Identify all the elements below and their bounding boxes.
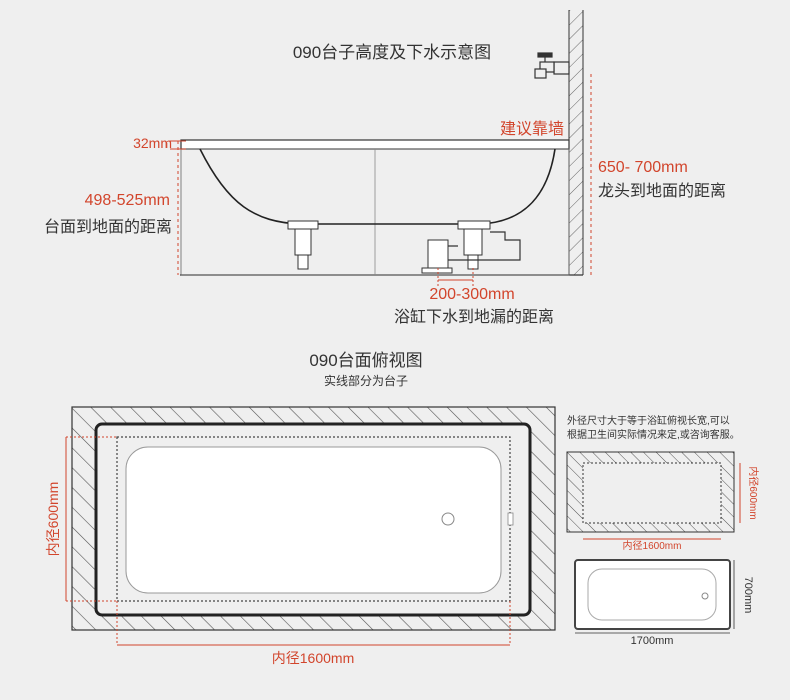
top-view-title: 090台面俯视图 — [309, 351, 422, 370]
drain-distance-dimension — [437, 268, 474, 286]
drain-range-label: 200-300mm — [429, 286, 514, 303]
top-view-subtitle: 实线部分为台子 — [324, 373, 408, 388]
drain-distance-label: 浴缸下水到地漏的距离 — [394, 307, 554, 326]
inner-width-dimension — [65, 436, 117, 602]
faucet-distance-label: 龙头到地面的距离 — [598, 182, 726, 200]
faucet-icon — [534, 52, 570, 79]
small-tub-diagram — [574, 559, 731, 630]
deck-top-view — [71, 406, 556, 631]
inner-length-dimension — [116, 601, 511, 646]
deck-distance-label: 台面到地面的距离 — [44, 218, 172, 236]
inner-length-label: 内径1600mm — [272, 650, 354, 666]
inner-width-label: 内径600mm — [45, 482, 61, 557]
rim-height-label: 32mm — [133, 135, 172, 151]
wall — [568, 10, 584, 275]
rim-height-symbol: I — [166, 143, 168, 150]
small-tub-width-label: 700mm — [742, 577, 754, 614]
small-deck-width-label: 内径600mm — [747, 466, 760, 519]
small-deck-diagram — [566, 451, 735, 533]
deck-height-dimension — [170, 140, 186, 275]
faucet-range-label: 650- 700mm — [598, 159, 688, 176]
deck-range-label: 498-525mm — [85, 192, 170, 209]
bathtub-side-profile — [180, 139, 570, 276]
size-note-line2: 根据卫生间实际情况来定,或咨询客服。 — [567, 428, 740, 441]
wall-note: 建议靠墙 — [500, 120, 564, 138]
small-deck-length-label: 内径1600mm — [623, 539, 682, 552]
side-view-title: 090台子高度及下水示意图 — [293, 43, 491, 62]
size-note-line1: 外径尺寸大于等于浴缸俯视长宽,可以 — [567, 414, 730, 427]
small-tub-length-label: 1700mm — [631, 635, 674, 647]
